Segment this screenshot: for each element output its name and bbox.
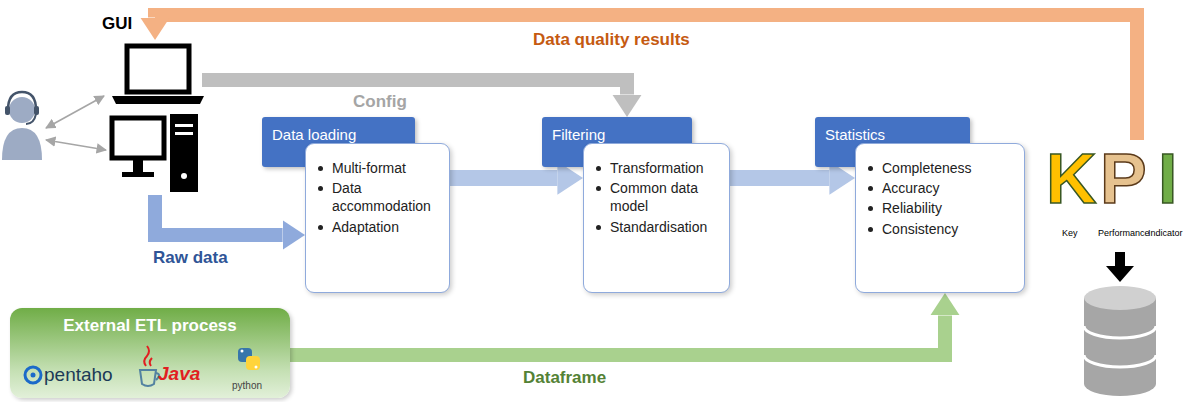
bullet-text: Common data model bbox=[610, 179, 721, 215]
bullet-dot bbox=[318, 225, 323, 230]
bullet-text: Accuracy bbox=[882, 179, 940, 197]
bullet-text: Reliability bbox=[882, 199, 942, 217]
bullet-dot bbox=[318, 186, 323, 191]
bullet-dot bbox=[868, 227, 873, 232]
bullet-text: Adaptation bbox=[332, 218, 399, 236]
raw-data-arrow bbox=[155, 195, 283, 235]
etl-box: External ETL process pentaho Java python bbox=[10, 308, 290, 398]
person-icon bbox=[2, 92, 42, 160]
edge-label: Dataframe bbox=[520, 368, 609, 388]
stage-body: Multi-formatData accommodationAdaptation bbox=[305, 143, 450, 293]
bullet-item: Multi-format bbox=[318, 159, 441, 177]
bullet-item: Completeness bbox=[868, 159, 1016, 177]
bullet-item: Accuracy bbox=[868, 179, 1016, 197]
stage-title: Statistics bbox=[825, 126, 960, 143]
bullet-item: Standardisation bbox=[596, 218, 721, 236]
kpi-text: Key bbox=[1062, 228, 1078, 238]
bullet-text: Multi-format bbox=[332, 159, 406, 177]
bullet-dot bbox=[596, 166, 601, 171]
stage-body: TransformationCommon data modelStandardi… bbox=[583, 143, 730, 293]
bullet-item: Adaptation bbox=[318, 218, 441, 236]
edge-label: Data quality results bbox=[530, 30, 693, 50]
bullet-item: Data accommodation bbox=[318, 179, 441, 215]
link-line bbox=[46, 96, 104, 128]
bullet-text: Transformation bbox=[610, 159, 704, 177]
etl-text: External ETL process bbox=[10, 316, 290, 336]
bullet-text: Standardisation bbox=[610, 218, 707, 236]
bullet-dot bbox=[318, 166, 323, 171]
database-icon bbox=[1084, 252, 1156, 396]
bullet-item: Common data model bbox=[596, 179, 721, 215]
bullet-text: Data accommodation bbox=[332, 179, 441, 215]
kpi-text: Performance bbox=[1098, 228, 1150, 238]
stage-title: Filtering bbox=[552, 126, 682, 143]
bullet-dot bbox=[596, 186, 601, 191]
kpi-icon: KPI Key PerformanceIndicator bbox=[1042, 140, 1190, 245]
dataframe-arrow bbox=[290, 315, 945, 355]
etl-text: python bbox=[232, 380, 262, 391]
bullet-item: Consistency bbox=[868, 220, 1016, 238]
etl-text: pentaho bbox=[44, 364, 113, 386]
desktop-icon bbox=[112, 114, 198, 192]
bullet-text: Consistency bbox=[882, 220, 958, 238]
stage-arrow bbox=[730, 170, 829, 186]
bullet-item: Transformation bbox=[596, 159, 721, 177]
bullet-dot bbox=[868, 206, 873, 211]
kpi-text: K bbox=[1046, 144, 1097, 214]
edge-label: Raw data bbox=[150, 248, 231, 268]
gui-label: GUI bbox=[102, 14, 132, 34]
stage-body: CompletenessAccuracyReliabilityConsisten… bbox=[855, 143, 1025, 293]
bullet-dot bbox=[868, 186, 873, 191]
stage-arrow bbox=[450, 170, 557, 186]
config-arrow bbox=[202, 80, 627, 95]
bullet-item: Reliability bbox=[868, 199, 1016, 217]
bullet-text: Completeness bbox=[882, 159, 972, 177]
kpi-text: P bbox=[1100, 144, 1147, 214]
edge-label: Config bbox=[350, 92, 410, 112]
kpi-text: I bbox=[1158, 144, 1177, 214]
link-line bbox=[46, 140, 106, 150]
python-logo bbox=[238, 348, 260, 370]
laptop-icon bbox=[112, 46, 204, 104]
stage-title: Data loading bbox=[272, 126, 405, 143]
bullet-dot bbox=[868, 166, 873, 171]
bullet-dot bbox=[596, 225, 601, 230]
java-logo bbox=[140, 346, 159, 386]
kpi-text: Indicator bbox=[1148, 228, 1183, 238]
computer-group: GUI bbox=[100, 40, 202, 195]
pentaho-logo bbox=[25, 367, 41, 383]
etl-text: Java bbox=[158, 363, 200, 385]
